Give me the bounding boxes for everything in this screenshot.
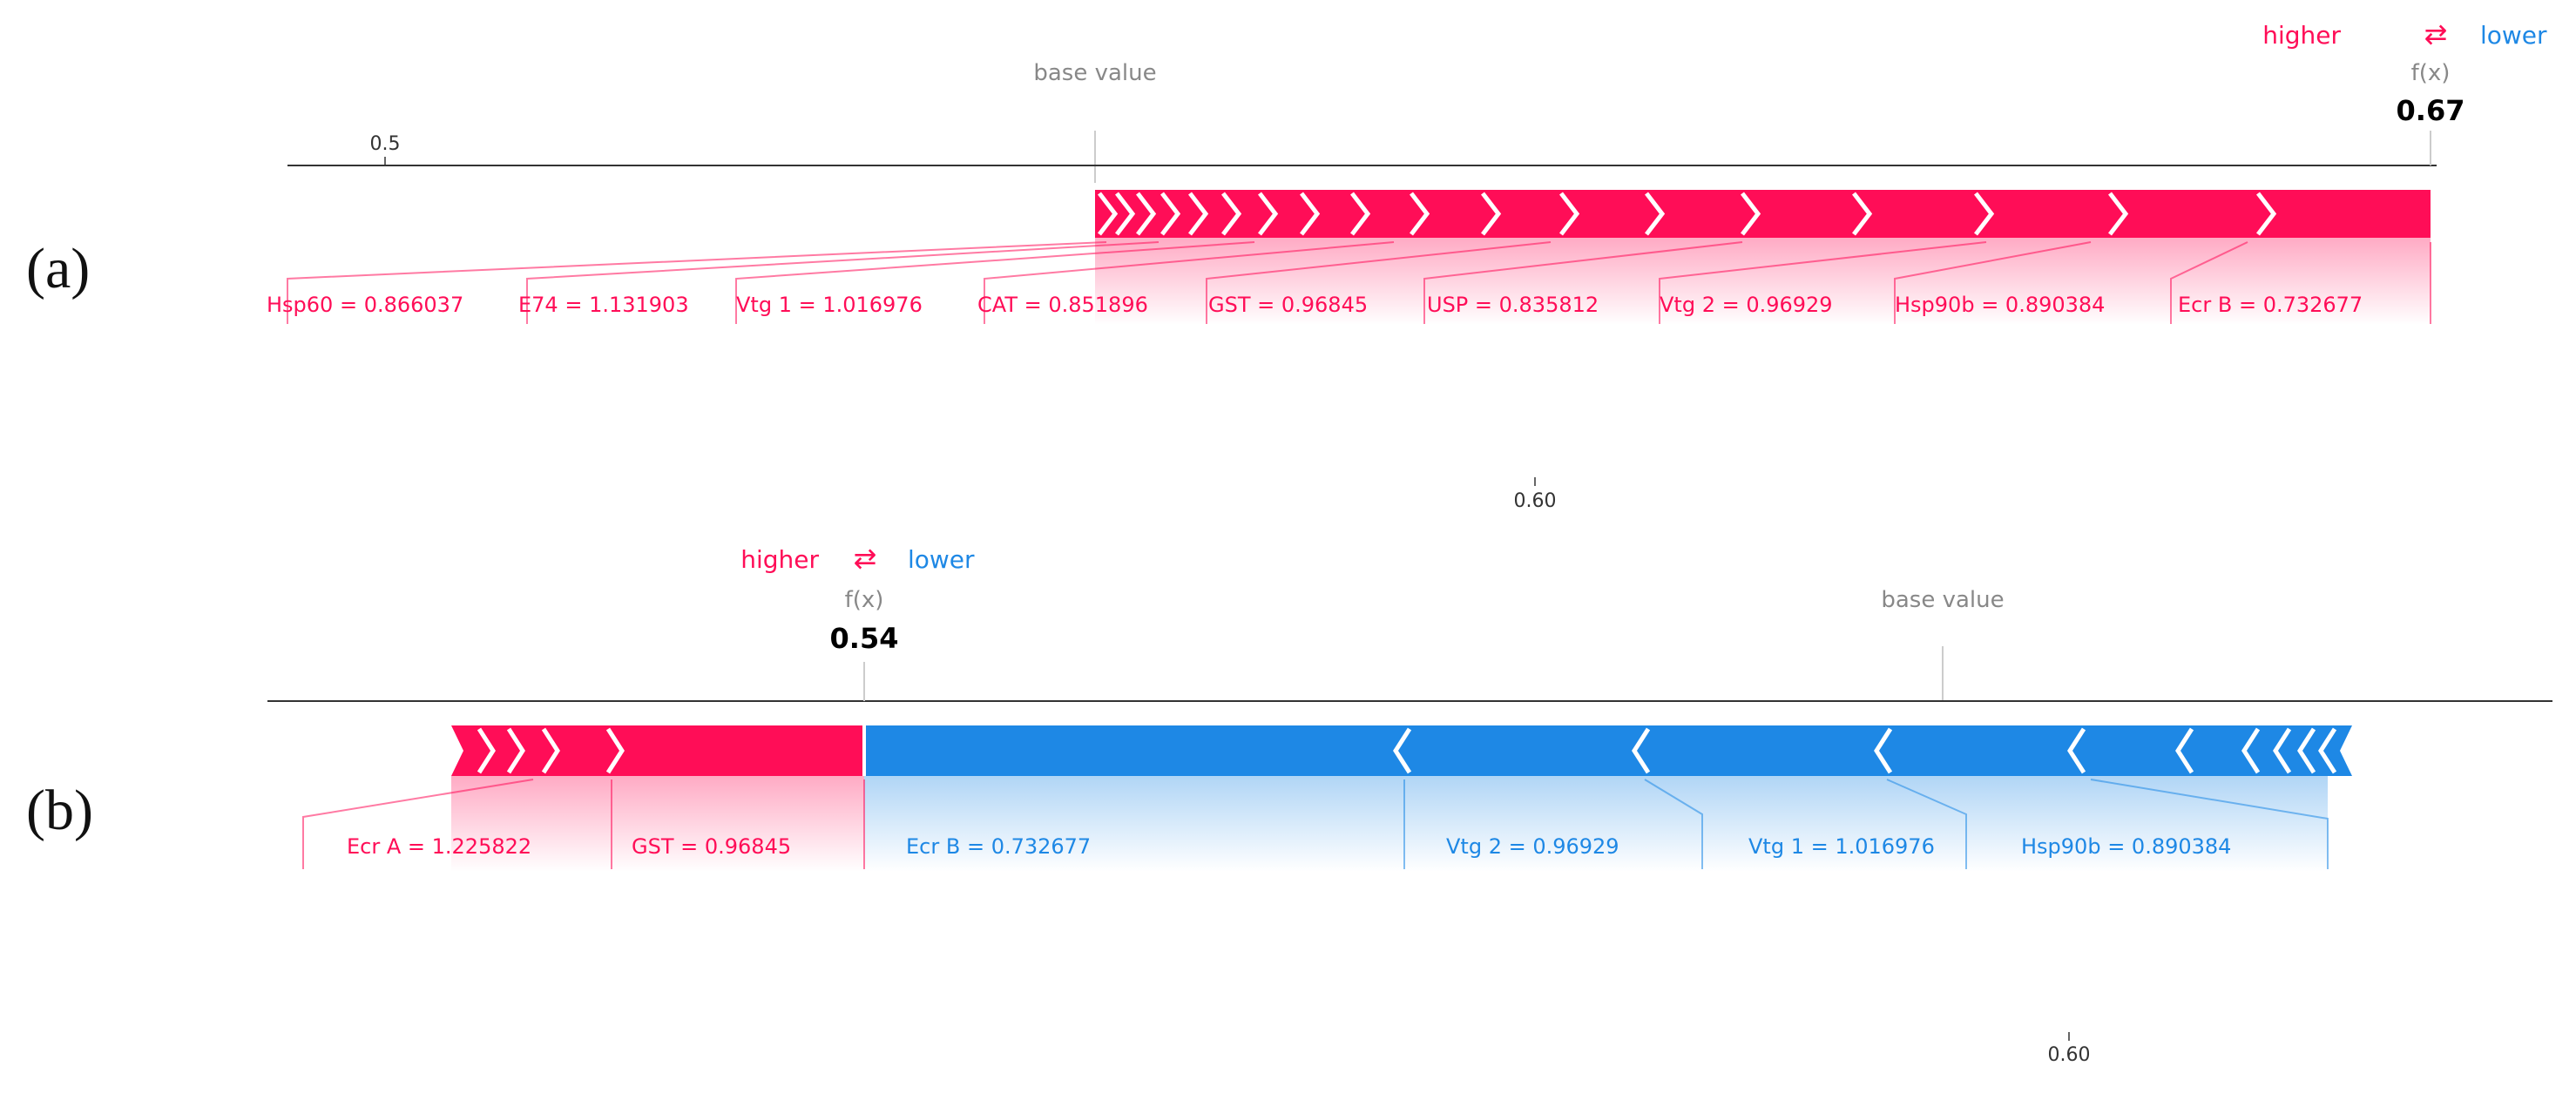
feature-label-a-0: Hsp60 = 0.866037	[267, 293, 463, 317]
chevron-b-neg-0	[1393, 727, 1412, 774]
connector-b-neg-1	[1644, 779, 1703, 869]
feature-label-b-neg-3: Hsp90b = 0.890384	[2021, 834, 2231, 859]
connector-a-7	[1894, 241, 2092, 324]
feature-labels-a: Hsp60 = 0.866037 E74 = 1.131903 Vtg 1 = …	[267, 293, 2363, 317]
chevrons-b-positive	[477, 727, 625, 774]
chevron-b-pos-1	[506, 727, 525, 774]
legend-b-arrows-icon: ⇄	[854, 542, 877, 575]
feature-label-b-neg-0: Ecr B = 0.732677	[906, 834, 1091, 859]
connector-a-8	[2170, 241, 2248, 324]
chevron-a-10	[1481, 192, 1502, 236]
panel-a: (a) higher ⇄ lower f(x) 0.67 base value …	[26, 17, 2547, 512]
chevron-a-2	[1136, 192, 1157, 236]
chevron-a-3	[1160, 192, 1181, 236]
bar-b-positive	[451, 725, 862, 776]
feature-label-a-3: CAT = 0.851896	[977, 293, 1148, 317]
tick-b-0-label: 0.60	[2048, 1044, 2091, 1066]
legend-b-lower: lower	[908, 545, 975, 574]
feature-label-b-pos-1: GST = 0.96845	[632, 834, 791, 859]
shade-b-positive	[451, 776, 864, 872]
chevron-a-17	[2256, 192, 2277, 236]
feature-label-a-5: USP = 0.835812	[1427, 293, 1599, 317]
fx-b-label: f(x)	[845, 587, 884, 613]
chevron-a-0	[1098, 192, 1119, 236]
chevron-b-neg-7	[2297, 727, 2316, 774]
chevron-a-12	[1645, 192, 1666, 236]
connector-b-neg-3	[2090, 779, 2329, 869]
connector-a-6	[1659, 241, 1987, 324]
feature-labels-b: Ecr A = 1.225822 GST = 0.96845 Ecr B = 0…	[347, 834, 2231, 859]
chevrons-a	[1098, 192, 2277, 236]
chevron-a-7	[1300, 192, 1321, 236]
connectors-b-negative	[1403, 779, 2329, 869]
fx-a-value: 0.67	[2397, 94, 2465, 127]
panel-b-label: (b)	[26, 779, 93, 842]
feature-label-b-pos-0: Ecr A = 1.225822	[347, 834, 531, 859]
connector-a-0	[287, 241, 1107, 324]
chevron-a-1	[1115, 192, 1136, 236]
chevron-a-6	[1258, 192, 1279, 236]
chevron-b-neg-8	[2318, 727, 2337, 774]
chevron-b-pos-0	[477, 727, 496, 774]
connector-a-2	[735, 241, 1255, 324]
fx-a-label: f(x)	[2411, 60, 2451, 86]
panel-b: (b) higher ⇄ lower f(x) 0.54 base value …	[26, 542, 2552, 1066]
chevron-b-neg-1	[1632, 727, 1651, 774]
base-value-b-label: base value	[1881, 587, 2004, 613]
legend-a-lower: lower	[2480, 21, 2547, 50]
tick-a-1-label: 0.60	[1514, 490, 1557, 512]
feature-label-a-1: E74 = 1.131903	[518, 293, 689, 317]
feature-label-a-6: Vtg 2 = 0.96929	[1660, 293, 1833, 317]
chevron-b-neg-4	[2175, 727, 2194, 774]
chevron-a-14	[1852, 192, 1873, 236]
shade-a-positive	[1095, 238, 2431, 325]
feature-label-a-8: Ecr B = 0.732677	[2178, 293, 2363, 317]
chevron-b-pos-2	[541, 727, 560, 774]
connectors-a	[287, 241, 2431, 324]
feature-label-b-neg-1: Vtg 2 = 0.96929	[1446, 834, 1619, 859]
chevron-a-5	[1221, 192, 1242, 236]
chevron-a-9	[1410, 192, 1430, 236]
feature-label-a-2: Vtg 1 = 1.016976	[736, 293, 923, 317]
connector-a-1	[526, 241, 1160, 324]
fx-b-value: 0.54	[830, 622, 899, 655]
tick-a-0-label: 0.5	[370, 133, 401, 155]
connector-a-4	[1206, 241, 1552, 324]
legend-b-higher: higher	[740, 545, 819, 574]
base-value-a-label: base value	[1033, 60, 1156, 86]
shade-b-negative	[864, 776, 2328, 872]
connector-a-5	[1423, 241, 1743, 324]
connector-b-pos-0	[302, 779, 534, 869]
feature-label-b-neg-2: Vtg 1 = 1.016976	[1748, 834, 1935, 859]
bar-a-positive	[1095, 190, 2431, 238]
chevron-b-neg-2	[1874, 727, 1893, 774]
chevron-b-neg-6	[2273, 727, 2292, 774]
chevron-a-4	[1188, 192, 1209, 236]
chevron-b-neg-5	[2241, 727, 2261, 774]
chevron-b-neg-3	[2067, 727, 2086, 774]
chevron-a-15	[1974, 192, 1995, 236]
chevron-a-16	[2108, 192, 2129, 236]
legend-a-arrows-icon: ⇄	[2424, 17, 2448, 51]
connector-a-3	[984, 241, 1395, 324]
chevron-a-11	[1559, 192, 1580, 236]
chevron-a-13	[1741, 192, 1761, 236]
panel-a-label: (a)	[26, 237, 90, 300]
legend-a-higher: higher	[2262, 21, 2341, 50]
feature-label-a-7: Hsp90b = 0.890384	[1895, 293, 2105, 317]
connectors-b-positive	[302, 779, 865, 869]
connector-b-neg-2	[1886, 779, 1967, 869]
chevron-b-pos-3	[605, 727, 625, 774]
bar-b-negative	[866, 725, 2352, 776]
chevrons-b-negative	[1393, 727, 2337, 774]
feature-label-a-4: GST = 0.96845	[1208, 293, 1368, 317]
chevron-a-8	[1350, 192, 1371, 236]
